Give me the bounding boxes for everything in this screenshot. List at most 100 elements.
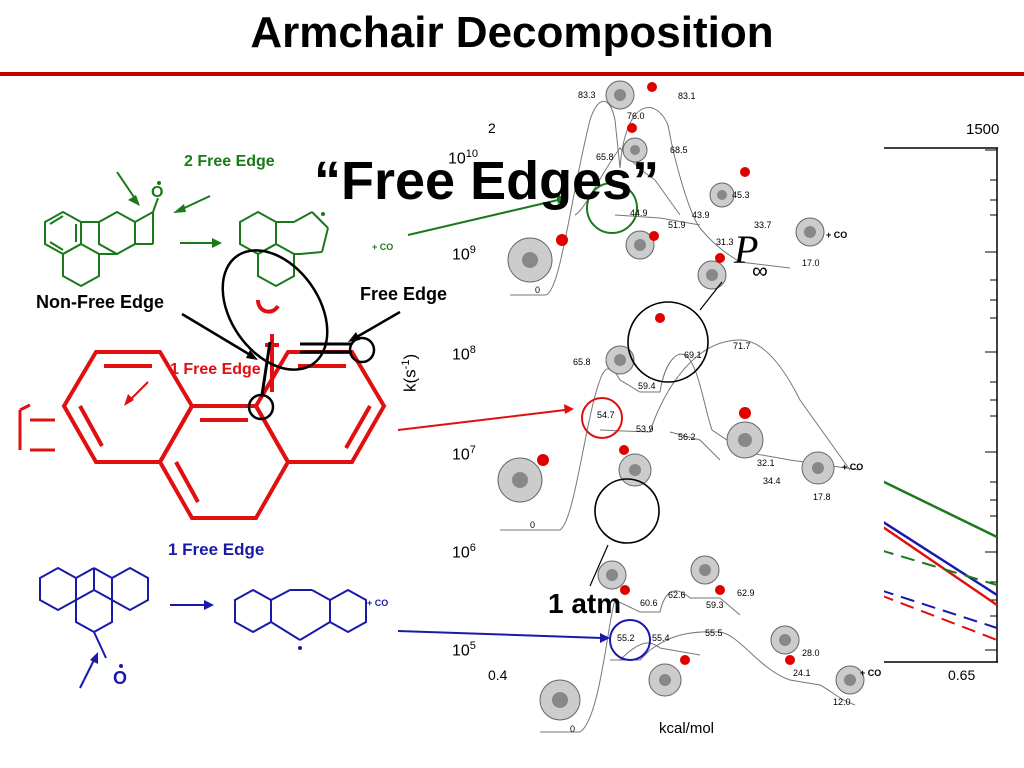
slide-title: Armchair Decomposition [250, 8, 774, 57]
energy-value: 68.5 [670, 145, 688, 155]
red-link-arrow [397, 409, 566, 431]
energy-value: 45.3 [732, 190, 750, 200]
title-rule [0, 72, 1024, 76]
green-molecules [507, 80, 825, 290]
blue-link-arrow [397, 630, 603, 639]
energy-value: 55.4 [652, 633, 670, 643]
red-rate-line [879, 523, 998, 607]
energy-value: 65.8 [573, 357, 591, 367]
energy-value: 60.6 [640, 598, 658, 608]
energy-value: + CO [842, 462, 864, 472]
y-tick-1e9: 109 [452, 244, 476, 264]
blue-rate-line [879, 518, 998, 597]
red-rate-dashed [879, 594, 998, 641]
energy-profile-panel [492, 84, 884, 744]
energy-value: 55.2 [617, 633, 635, 643]
blue-molecules [539, 555, 865, 721]
free-edge-pointer [354, 310, 401, 340]
infinity-symbol: ∞ [752, 258, 768, 283]
energy-value: 31.3 [716, 237, 734, 247]
blue-ts-highlight [609, 619, 651, 661]
red-inner-bonds [78, 364, 372, 503]
x-tick-right: 0.65 [948, 667, 976, 683]
y-tick-1e10: 1010 [448, 148, 479, 168]
energy-value: 43.9 [692, 210, 710, 220]
free-edge-circle [348, 336, 376, 364]
energy-value: 0 [530, 520, 536, 530]
energy-value: 62.9 [737, 588, 755, 598]
energy-value: 34.4 [763, 476, 781, 486]
energy-value: 0 [535, 285, 541, 295]
energy-unit-label: kcal/mol [659, 720, 715, 737]
energy-value: 17.8 [813, 492, 831, 502]
green-energy-profile [510, 100, 791, 296]
green-rate-line [879, 478, 998, 539]
energy-value: + CO [860, 668, 882, 678]
energy-value: 12.0 [833, 697, 851, 707]
green-co-label: + CO [372, 242, 394, 252]
energy-value: 59.3 [706, 600, 724, 610]
blue-oxygen-label: O [113, 668, 128, 688]
blue-phenanthrene-oxy [39, 566, 149, 659]
green-oxygen-label: O [151, 184, 164, 201]
free-edges-heading: “Free Edges” [314, 151, 660, 211]
x-tick-left: 0.4 [488, 667, 508, 683]
energy-value: 17.0 [802, 258, 820, 268]
energy-value: 24.1 [793, 668, 811, 678]
red-fragment-left [18, 403, 55, 452]
green-ts-highlight [586, 182, 638, 234]
y-tick-1e8: 108 [452, 344, 476, 364]
green-product [239, 210, 329, 288]
green-rate-dashed [879, 549, 998, 586]
y-tick-1e5: 105 [452, 640, 476, 660]
energy-value: 0 [570, 724, 576, 734]
energy-value: 71.7 [733, 341, 751, 351]
energy-value: 33.7 [754, 220, 772, 230]
energy-value: 59.4 [638, 381, 656, 391]
one-atm-label: 1 atm [548, 588, 622, 619]
green-phenanthrene-oxy [44, 197, 159, 288]
energy-value: + CO [826, 230, 848, 240]
energy-value: 51.9 [668, 220, 686, 230]
blue-one-free-edge-label: 1 Free Edge [168, 540, 265, 559]
axis-top-right: 1500 [966, 121, 1000, 138]
energy-value: 83.3 [578, 90, 596, 100]
non-free-edge-pointer [181, 312, 253, 358]
red-phenanthrene-oxy [61, 334, 387, 520]
non-free-edge-circle [247, 393, 275, 421]
y-tick-1e7: 107 [452, 444, 476, 464]
y-axis-label: k(s-1) [400, 353, 420, 392]
green-link-arrow [407, 199, 559, 236]
black-circle-upper [627, 301, 709, 383]
energy-value: 62.6 [668, 590, 686, 600]
free-edge-ellipse [221, 249, 329, 371]
axis-top-left: 2 [488, 120, 496, 136]
blue-product [234, 588, 367, 641]
blue-co-label: + CO [367, 598, 389, 608]
energy-value: 55.5 [705, 628, 723, 638]
energy-value: 32.1 [757, 458, 775, 468]
energy-value: 83.1 [678, 91, 696, 101]
red-one-free-edge-label: 1 Free Edge [170, 361, 261, 378]
red-energy-profile [500, 339, 861, 531]
free-edge-label: Free Edge [360, 284, 448, 304]
two-free-edge-label: 2 Free Edge [184, 153, 275, 170]
y-tick-1e6: 106 [452, 542, 476, 562]
red-molecules [497, 313, 835, 503]
energy-value: 53.9 [636, 424, 654, 434]
energy-value: 76.0 [627, 111, 645, 121]
energy-value: 44.9 [630, 208, 648, 218]
non-free-edge-label: Non-Free Edge [36, 292, 165, 312]
blue-energy-profile [540, 590, 856, 733]
green-phenanthrene-oxy-inner [49, 215, 77, 251]
black-circle-lower [594, 478, 660, 544]
energy-value: 56.2 [678, 432, 696, 442]
red-ts-highlight [581, 397, 623, 439]
blue-rate-dashed [879, 589, 998, 629]
energy-value: 28.0 [802, 648, 820, 658]
energy-value: 65.8 [596, 152, 614, 162]
energy-value: 69.1 [684, 350, 702, 360]
pressure-symbol: P [734, 227, 759, 272]
energy-value: 54.7 [597, 410, 615, 420]
